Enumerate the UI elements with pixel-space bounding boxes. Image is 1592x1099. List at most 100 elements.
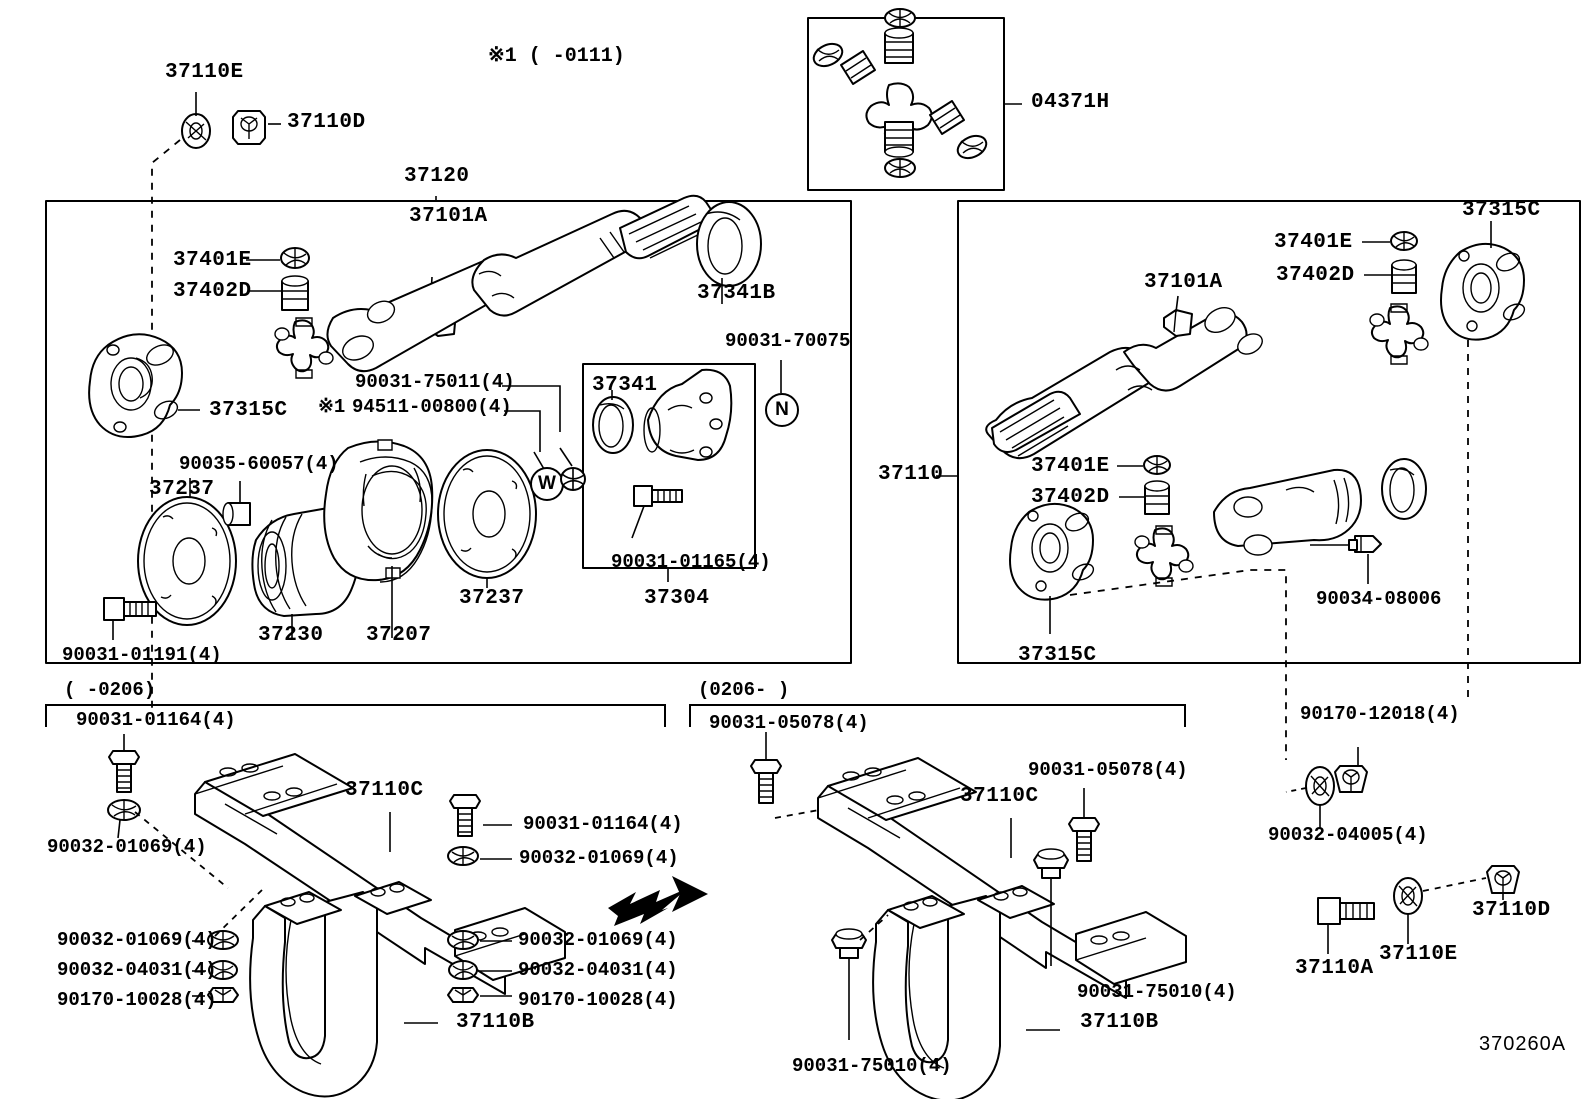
sheet-id: 370260A	[1479, 1033, 1567, 1055]
label-90170-10028-bl: 90170-10028(4)	[57, 989, 217, 1011]
label-90170-12018: 90170-12018(4)	[1300, 703, 1460, 725]
label-37230: 37230	[258, 624, 324, 647]
label-90034-08006: 90034-08006	[1316, 588, 1442, 610]
label-90035-60057: 90035-60057(4)	[179, 453, 339, 475]
part-90170-10028-nut-br	[447, 987, 479, 1003]
label-90032-04005: 90032-04005(4)	[1268, 824, 1428, 846]
label-37402d-right-top: 37402D	[1276, 264, 1355, 287]
part-spider-left-panel	[274, 317, 334, 379]
part-37110d-nut-right	[1486, 865, 1520, 894]
part-90032-04031-washer-bl	[208, 960, 238, 980]
part-90031-01164-bolt-tr	[449, 794, 481, 837]
part-90031-75010-nut-r	[1033, 848, 1069, 879]
label-37101a-left: 37101A	[409, 205, 488, 228]
label-37341-seal: 37341	[592, 374, 658, 397]
part-37341-seal-in-box	[592, 396, 634, 454]
label-90032-01069-br: 90032-01069(4)	[518, 929, 678, 951]
part-90031-01165-bolt	[633, 485, 683, 507]
part-37110e-washer-top	[181, 113, 211, 149]
label-90170-10028-br: 90170-10028(4)	[518, 989, 678, 1011]
label-37110c-right: 37110C	[960, 785, 1039, 808]
label-90031-05078-tr: 90031-05078(4)	[1028, 759, 1188, 781]
part-90031-01191-bolt	[103, 597, 157, 621]
label-37315c-right-bottom: 37315C	[1018, 644, 1097, 667]
header-bracket-left-date: ( -0206)	[64, 679, 156, 701]
label-37304-assembly: 37304	[644, 587, 710, 610]
label-37237-right: 37237	[459, 587, 525, 610]
part-90032-04005-washer	[1305, 766, 1335, 806]
label-37110c-left: 37110C	[345, 779, 424, 802]
label-37315c-right-top: 37315C	[1462, 199, 1541, 222]
part-37110e-washer-right	[1393, 877, 1423, 915]
part-37110b-u-bracket-right	[872, 885, 1055, 1099]
label-94511-00800: 94511-00800(4)	[352, 396, 512, 418]
label-37110d-right: 37110D	[1472, 899, 1551, 922]
label-90032-04031-br: 90032-04031(4)	[518, 959, 678, 981]
label-90031-75010-r: 90031-75010(4)	[1077, 981, 1237, 1003]
label-37110e-top: 37110E	[165, 61, 244, 84]
part-ring-right-lower	[1381, 458, 1427, 520]
part-37120-propeller-shaft	[326, 194, 719, 373]
part-spider-right-lower	[1134, 525, 1194, 587]
part-90170-12018-nut	[1334, 765, 1368, 793]
part-37101a-right	[1163, 309, 1193, 337]
part-90031-05078-bolt-tl	[750, 759, 782, 804]
label-37110b-left: 37110B	[456, 1011, 535, 1034]
note-asterisk-1-date-range: ※1 ( -0111)	[488, 45, 625, 68]
label-90031-05078-tl: 90031-05078(4)	[709, 712, 869, 734]
label-37101a-right: 37101A	[1144, 271, 1223, 294]
part-37304-flange-in-box	[643, 368, 733, 461]
label-37401e-right-bottom: 37401E	[1031, 455, 1110, 478]
label-37120-assembly: 37120	[404, 165, 470, 188]
symbol-n-circle: N	[765, 393, 799, 427]
part-37401e-left	[280, 247, 310, 269]
part-37237-right-plate	[437, 449, 537, 579]
label-90031-01165: 90031-01165(4)	[611, 551, 771, 573]
label-37237-left: 37237	[149, 478, 215, 501]
part-37110b-u-bracket-left	[249, 881, 432, 1098]
label-90031-01164-tr: 90031-01164(4)	[523, 813, 683, 835]
part-37110-front-shaft	[985, 307, 1263, 460]
part-90031-05078-bolt-tr	[1068, 817, 1100, 862]
label-37110a: 37110A	[1295, 957, 1374, 980]
label-90031-75010-bl: 90031-75010(4)	[792, 1055, 952, 1077]
label-37110e-right: 37110E	[1379, 943, 1458, 966]
label-04371h: 04371H	[1031, 91, 1110, 114]
symbol-w-circle: W	[530, 467, 564, 501]
part-37401e-right-bottom	[1143, 455, 1171, 475]
label-37110-assembly: 37110	[878, 463, 944, 486]
label-37401e-right-top: 37401E	[1274, 231, 1353, 254]
part-90170-10028-nut-bl	[207, 987, 239, 1003]
part-90032-04031-washer-br	[448, 960, 478, 980]
label-90032-01069-tl: 90032-01069(4)	[47, 836, 207, 858]
label-asterisk-1-prefix: ※1	[318, 396, 346, 418]
label-37341b: 37341B	[697, 282, 776, 305]
part-37315c-right-top	[1440, 242, 1526, 341]
label-37110b-right: 37110B	[1080, 1011, 1159, 1034]
part-90035-60057-pin	[222, 502, 251, 526]
label-90031-75011: 90031-75011(4)	[355, 371, 515, 393]
part-sleeve-yoke-right	[1213, 468, 1362, 556]
part-90031-75010-nut-bl	[831, 928, 867, 959]
part-37402d-left	[281, 275, 309, 311]
label-90031-70075: 90031-70075	[725, 330, 851, 352]
part-90031-01164-bolt-tl	[108, 750, 140, 793]
part-90032-01069-washer-tr	[447, 846, 479, 866]
label-37402d-right-bottom: 37402D	[1031, 486, 1110, 509]
label-90031-01164-tl: 90031-01164(4)	[76, 709, 236, 731]
label-37207: 37207	[366, 624, 432, 647]
part-spider-right-upper	[1369, 303, 1429, 365]
symbol-screw-glyph	[560, 466, 586, 492]
part-90032-01069-washer-br	[447, 930, 479, 950]
part-37315c-left	[88, 333, 183, 438]
label-37402d-left: 37402D	[173, 280, 252, 303]
part-37402d-right-bottom	[1144, 480, 1170, 515]
part-37110d-nut-top	[232, 110, 266, 145]
part-37341b-seal	[696, 201, 762, 287]
part-37110c-bracket-right	[817, 757, 1187, 999]
part-90032-01069-washer-tl	[107, 799, 141, 821]
label-37401e-left: 37401E	[173, 249, 252, 272]
header-bracket-right-date: (0206- )	[698, 679, 790, 701]
part-37110a-bolt	[1317, 897, 1375, 925]
